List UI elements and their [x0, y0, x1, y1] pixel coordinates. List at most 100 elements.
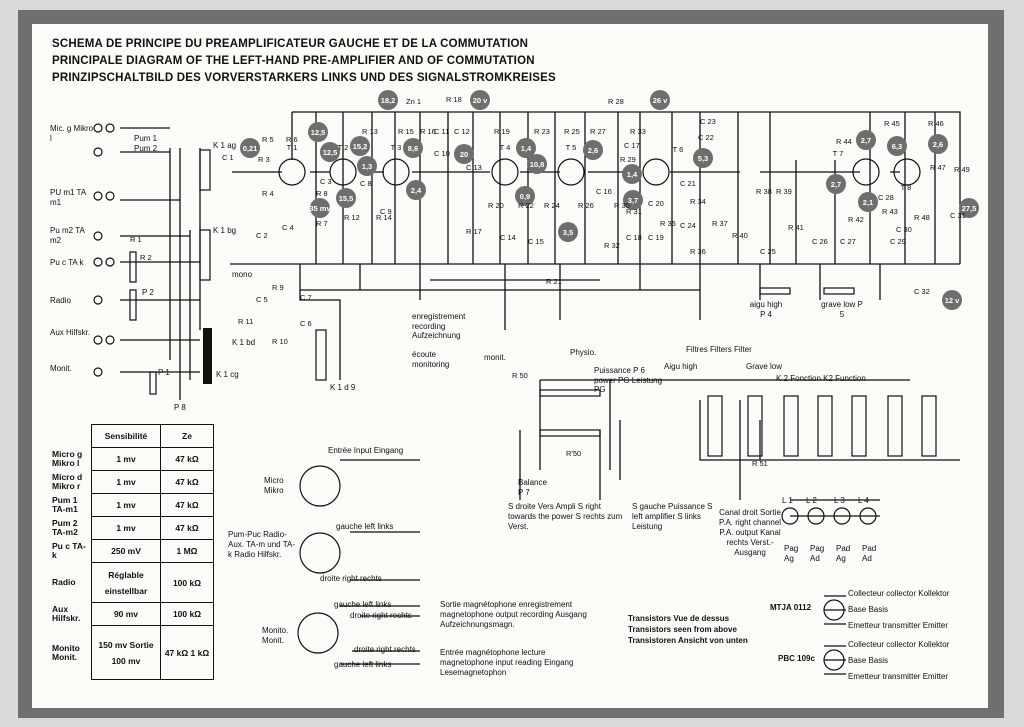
voltage-bubble	[516, 138, 536, 158]
resistor-label: R 19	[494, 127, 510, 136]
row-sens: 250 mV	[91, 539, 161, 563]
table-row: Pum 2 TA-m2 1 mv 47 kΩ	[49, 516, 214, 540]
capacitor-label: C 18	[626, 233, 642, 242]
row-sens: 1 mv	[91, 447, 161, 471]
power-pot-note: Puissance P 6 power PG Leistung PG	[594, 366, 663, 394]
voltage-value: 35 mv	[309, 204, 331, 213]
capacitor-label: C 26	[812, 237, 828, 246]
capacitor-label: C 13	[466, 163, 482, 172]
transistor-label: T 4	[500, 143, 511, 152]
transistor-label: T 6	[673, 145, 684, 154]
voltage-value: 2,6	[933, 140, 943, 149]
voltage-value: 18,2	[381, 96, 396, 105]
title-german: PRINZIPSCHALTBILD DES VORVERSTARKERS LIN…	[52, 72, 556, 84]
capacitor-label: C 10	[434, 149, 450, 158]
resistor-label: R'50	[566, 449, 581, 458]
base-label-2: Base Basis	[848, 656, 889, 665]
capacitor-label: C 29	[890, 237, 906, 246]
capacitor-label: C 31	[950, 211, 966, 220]
voltage-bubble	[858, 192, 878, 212]
voltage-bubble	[856, 130, 876, 150]
pum-bottom-caption: droite right rechts	[320, 574, 382, 583]
resistor-label: R 21	[546, 277, 562, 286]
resistor-label: R 33	[630, 127, 646, 136]
zener-label: Zn 1	[406, 97, 421, 106]
recorder-output-note: Sortie magnétophone enregistrement magne…	[440, 600, 587, 629]
voltage-value: 1,4	[521, 144, 532, 153]
lamp-l4-caption: Pad Ad	[862, 544, 877, 563]
input-label-puc: Pu c TA k	[50, 258, 84, 267]
voltage-bubble	[320, 142, 340, 162]
title-english: PRINCIPALE DIAGRAM OF THE LEFT-HAND PRE-…	[52, 55, 535, 67]
p2-label: P 2	[142, 288, 154, 297]
monitoring-note: écoute monitoring	[412, 350, 450, 369]
resistor-label: R 2	[140, 253, 152, 262]
row-ze: 47 kΩ	[160, 447, 214, 471]
voltage-bubble	[583, 140, 603, 160]
voltage-bubble	[403, 138, 423, 158]
capacitor-label: C 19	[648, 233, 664, 242]
voltage-value: 10,8	[530, 160, 545, 169]
grave-low-note: Grave low	[746, 362, 783, 371]
voltage-bubble	[826, 174, 846, 194]
input-label-aux: Aux Hilfskr.	[50, 328, 91, 337]
capacitor-label: C 20	[648, 199, 664, 208]
left-output-note: S gauche Puissance S left amplifier S li…	[632, 502, 713, 531]
resistor-label: R 11	[238, 317, 253, 326]
monito-caption-4: gauche left links	[334, 660, 392, 669]
resistor-label: R 26	[578, 201, 594, 210]
k1cg-switch-bar	[203, 328, 212, 384]
row-label: Micro d Mikro r	[52, 472, 83, 491]
voltage-value: 2,4	[411, 186, 422, 195]
pum-connector-label: Pum-Puc Radio-Aux. TA-m und TA-k Radio H…	[228, 530, 295, 559]
capacitor-label: C 14	[500, 233, 516, 242]
voltage-value: 27,5	[962, 204, 977, 213]
sensitivity-table: Sensibilité Ze Micro g Mikro l 1 mv 47 k…	[49, 424, 214, 680]
transistor-note-en: Transistors seen from above	[628, 625, 737, 634]
resistor-label: R 13	[362, 127, 378, 136]
resistor-label: R 40	[732, 231, 748, 240]
pa-output-note: Canal droit Sortie P.A. right channel P.…	[718, 508, 782, 557]
capacitor-label: C 32	[914, 287, 930, 296]
capacitor-label: C 24	[680, 221, 696, 230]
row-ze: 100 kΩ	[160, 562, 214, 603]
capacitor-label: C 2	[256, 231, 268, 240]
capacitor-label: C 21	[680, 179, 696, 188]
physio-note: Physio.	[570, 348, 597, 357]
voltage-value: 20	[460, 150, 468, 159]
pbc-label: PBC 109c	[778, 654, 815, 663]
voltage-value: 1,3	[362, 162, 372, 171]
transistor-label: T 8	[901, 183, 912, 192]
resistor-label: R 8	[316, 189, 328, 198]
resistor-label: R 9	[272, 283, 284, 292]
voltage-bubble	[336, 188, 356, 208]
voltage-value: 2,7	[831, 180, 841, 189]
voltage-value: 12,5	[323, 148, 338, 157]
p1-label: P 1	[158, 368, 170, 377]
k1d-label: K 1 d 9	[330, 383, 356, 392]
resistor-label: R 32	[604, 241, 620, 250]
voltage-bubble	[887, 136, 907, 156]
pum-switch-label: Pum 1 Pum 2	[134, 134, 158, 153]
voltage-bubble	[942, 290, 962, 310]
capacitor-label: C 12	[454, 127, 470, 136]
resistor-label: R 23	[534, 127, 550, 136]
monito-caption-2: droite right rechts	[350, 611, 412, 620]
row-ze: 100 kΩ	[160, 602, 214, 626]
resistor-label: R 44	[836, 137, 852, 146]
row-ze: 47 kΩ 1 kΩ	[160, 625, 214, 680]
table-row: Micro g Mikro l 1 mv 47 kΩ	[49, 447, 214, 471]
capacitor-label: C 30	[896, 225, 912, 234]
base-label-1: Base Basis	[848, 605, 889, 614]
capacitor-label: C 25	[760, 247, 776, 256]
collector-label-2: Collecteur collector Kollektor	[848, 640, 950, 649]
monito-caption-1: gauche left links	[334, 600, 392, 609]
resistor-label: R 50	[512, 371, 528, 380]
voltage-bubble	[454, 144, 474, 164]
resistor-label: R 48	[914, 213, 930, 222]
table-row: Micro d Mikro r 1 mv 47 kΩ	[49, 470, 214, 494]
resistor-label: R 1	[130, 235, 142, 244]
resistor-label: R 22	[518, 201, 534, 210]
voltage-value: 8,6	[408, 144, 418, 153]
k1cg-label: K 1 cg	[216, 370, 239, 379]
